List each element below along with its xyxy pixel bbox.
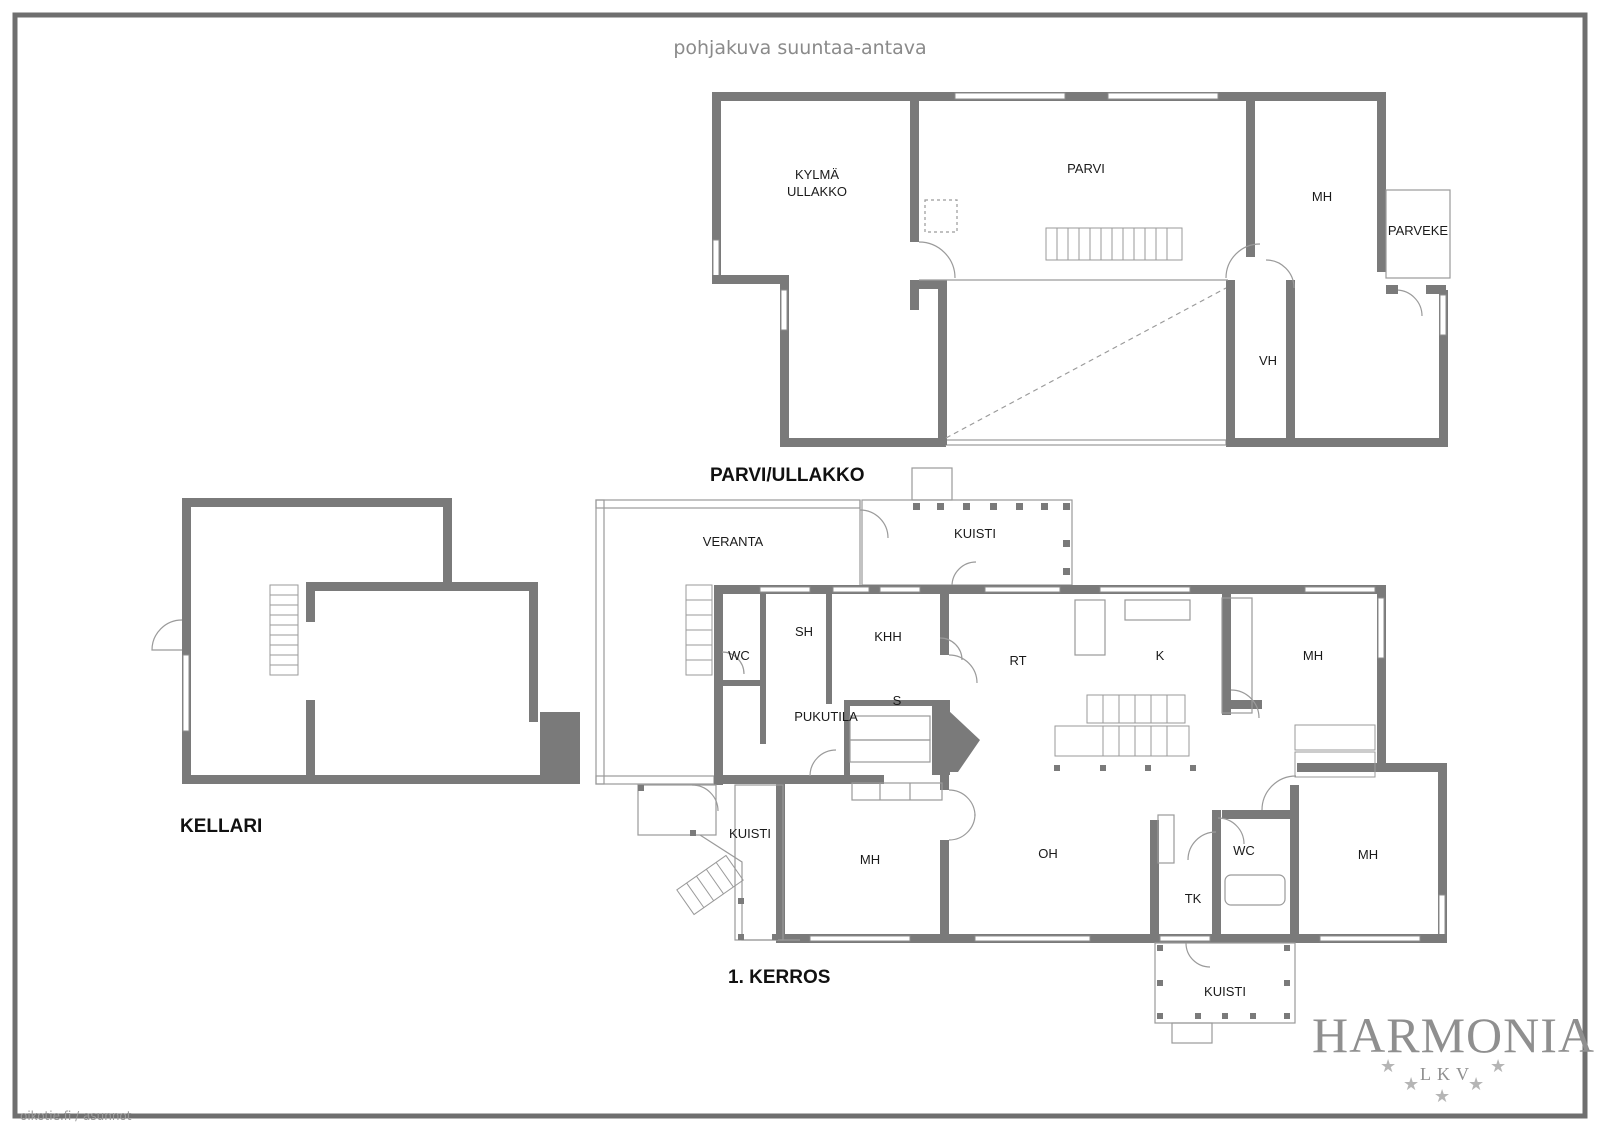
room-label-wc-left: WC — [728, 648, 750, 663]
room-label-kuisti-top: KUISTI — [954, 526, 996, 541]
brand-name: HARMONIA — [1312, 1007, 1595, 1063]
room-label-wc-right: WC — [1233, 843, 1255, 858]
room-label-rt: RT — [1009, 653, 1026, 668]
room-label-parvi: PARVI — [1067, 161, 1105, 176]
room-label-sh: SH — [795, 624, 813, 639]
disclaimer-note: pohjakuva suuntaa-antava — [673, 37, 926, 59]
room-label-veranta: VERANTA — [703, 534, 764, 549]
room-label-tk: TK — [1185, 891, 1202, 906]
room-label-kylma-1: KYLMÄ — [795, 167, 839, 182]
room-label-khh: KHH — [874, 629, 901, 644]
room-label-kylma-2: ULLAKKO — [787, 184, 847, 199]
room-label-oh: OH — [1038, 846, 1058, 861]
floor-title-basement: KELLARI — [180, 816, 262, 837]
basement-plan — [151, 498, 580, 784]
room-label-mh-right-top: MH — [1303, 648, 1323, 663]
star-icon: ★ — [1490, 1056, 1506, 1077]
watermark: oikotie.fi / asunnot — [20, 1109, 132, 1123]
room-label-mh-left: MH — [860, 852, 880, 867]
floor-title-attic: PARVI/ULLAKKO — [710, 465, 864, 486]
brand-sub: LKV — [1420, 1064, 1475, 1084]
page-frame — [12, 12, 1588, 1119]
room-label-s: S — [893, 693, 902, 708]
room-label-k: K — [1156, 648, 1165, 663]
room-label-parveke: PARVEKE — [1388, 223, 1449, 238]
room-label-vh: VH — [1259, 353, 1277, 368]
attic-plan — [712, 92, 1451, 447]
star-icon: ★ — [1434, 1086, 1450, 1107]
first-floor-plan — [595, 467, 1447, 1044]
star-icon: ★ — [1403, 1074, 1419, 1095]
brand-stars: ★ ★ ★ ★ ★ — [1380, 1056, 1506, 1107]
room-label-kuisti-bottom: KUISTI — [1204, 984, 1246, 999]
room-label-attic-mh: MH — [1312, 189, 1332, 204]
room-label-kuisti-left: KUISTI — [729, 826, 771, 841]
star-icon: ★ — [1468, 1074, 1484, 1095]
room-label-pukutila: PUKUTILA — [794, 709, 858, 724]
room-label-mh-right-bottom: MH — [1358, 847, 1378, 862]
star-icon: ★ — [1380, 1056, 1396, 1077]
floor-title-first: 1. KERROS — [728, 967, 830, 988]
